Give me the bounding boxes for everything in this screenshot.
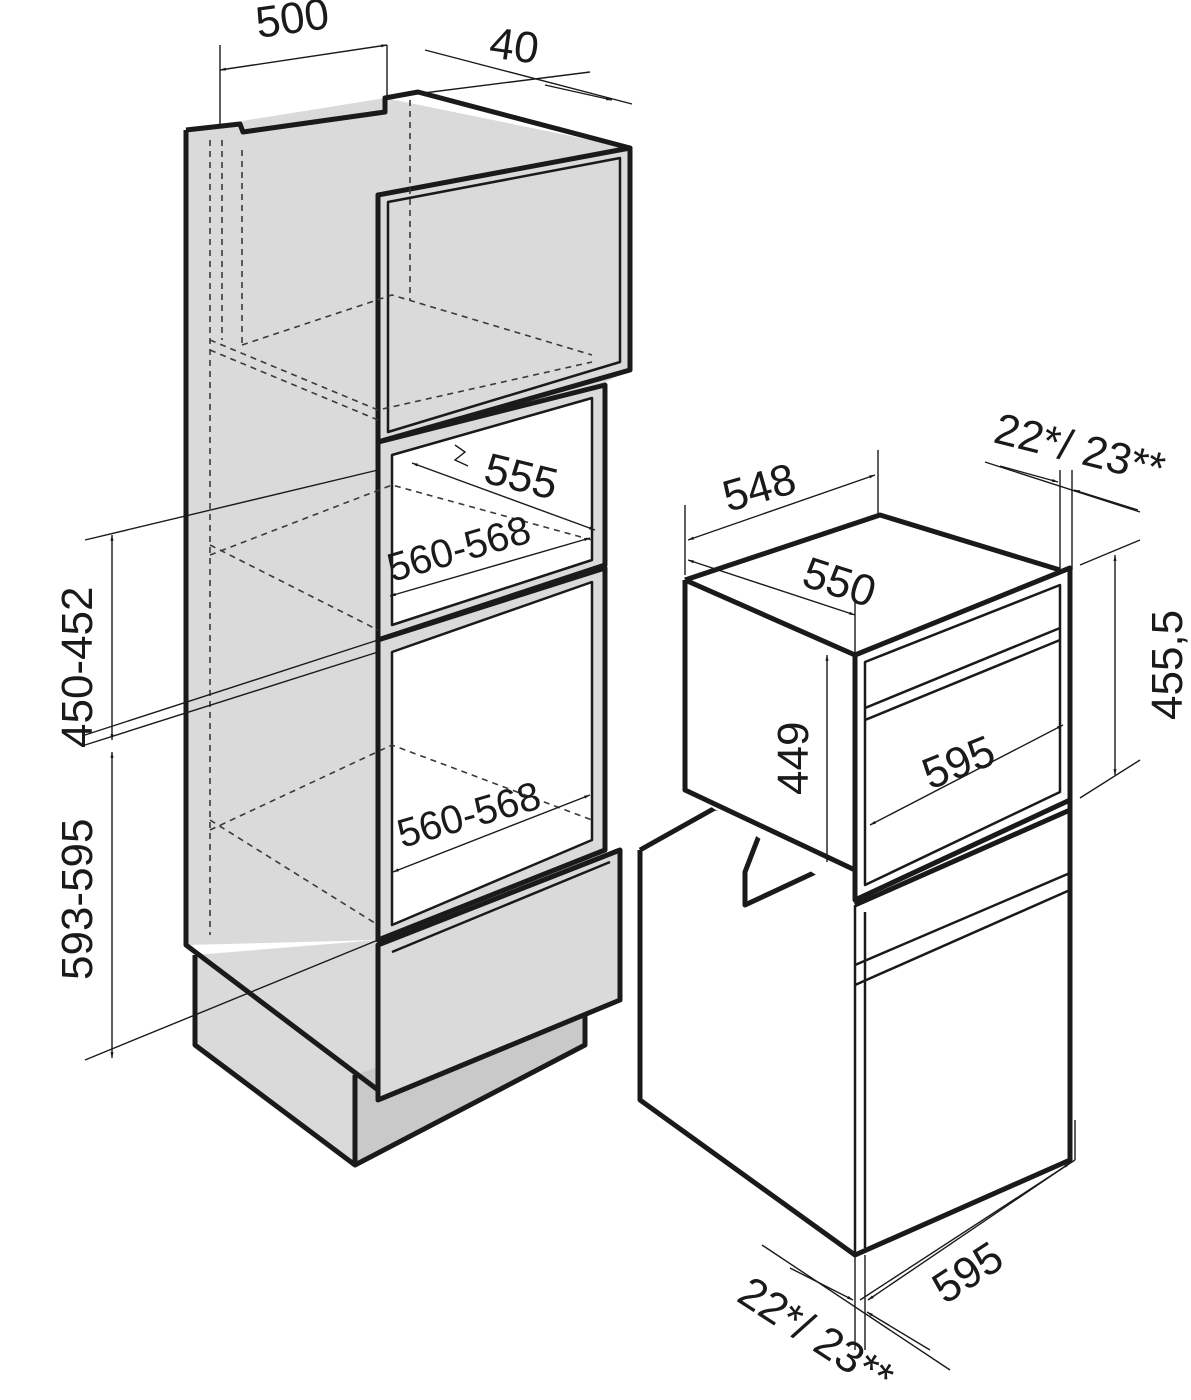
dim-appliance-body-depth: 548 (717, 454, 801, 521)
dimension-lines (84, 44, 1141, 1371)
dim-top-offset: 40 (487, 18, 542, 73)
cabinet-bottom-drawer (378, 850, 620, 1100)
tall-cabinet (183, 89, 633, 1168)
dim-front-offset-top: 22*/ 23** (990, 404, 1170, 494)
cabinet-top-box (378, 148, 630, 442)
dim-oven-width: 595 (924, 1232, 1012, 1313)
dim-appliance-body-height: 449 (769, 722, 818, 795)
dim-appliance-height: 455,5 (1143, 610, 1191, 720)
dim-lower-niche-height: 593-595 (53, 819, 102, 980)
dim-front-offset-bottom: 22*/ 23** (730, 1267, 902, 1400)
dim-top-depth: 500 (253, 0, 333, 48)
dim-upper-niche-height: 450-452 (53, 587, 102, 748)
